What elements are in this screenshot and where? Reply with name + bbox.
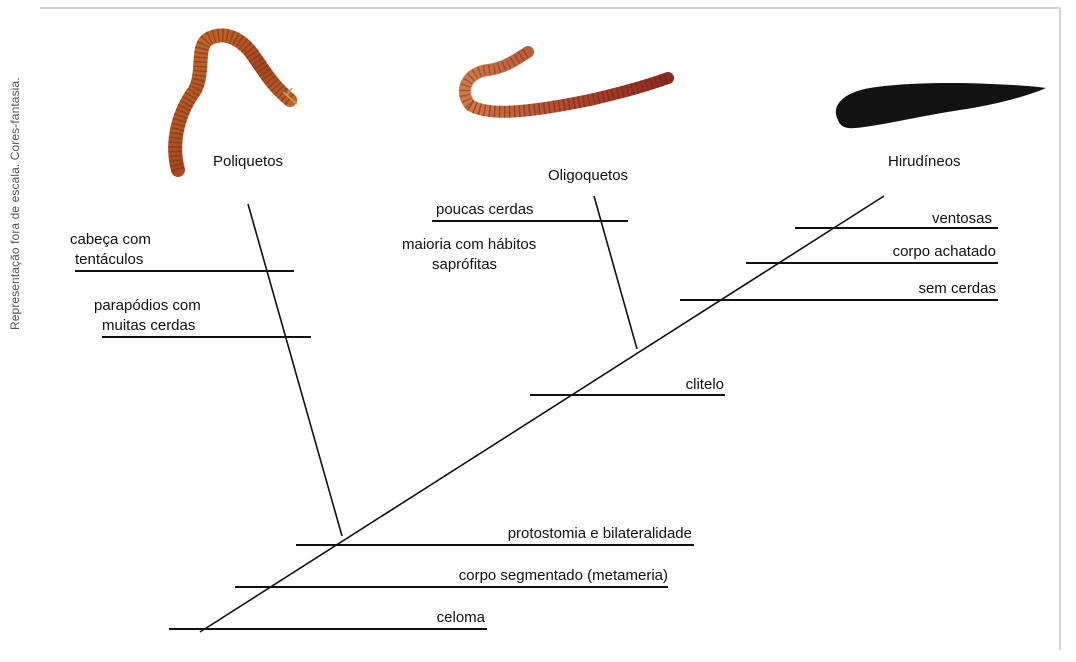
- label-poucas-cerdas: poucas cerdas: [436, 201, 534, 218]
- label-corpo-achatado: corpo achatado: [893, 243, 996, 260]
- label-celoma: celoma: [437, 609, 486, 626]
- label-clitelo: clitelo: [686, 376, 724, 393]
- label-maioria-line2: saprófitas: [432, 256, 497, 273]
- polychaete-image: [175, 35, 297, 170]
- label-parapodios-line2: muitas cerdas: [102, 317, 195, 334]
- taxon-oligoquetos: Oligoquetos: [548, 167, 628, 184]
- label-corpo-segmentado: corpo segmentado (metameria): [459, 567, 668, 584]
- label-sem-cerdas: sem cerdas: [918, 280, 996, 297]
- branch-poliquetos: [248, 204, 342, 536]
- leech-image: [836, 83, 1046, 128]
- branch-oligoquetos: [594, 196, 637, 349]
- taxon-poliquetos: Poliquetos: [213, 153, 283, 170]
- label-ventosas: ventosas: [932, 210, 992, 227]
- scale-note: Representação fora de escala. Cores-fant…: [8, 77, 22, 330]
- oligochaete-image: [465, 52, 668, 112]
- label-maioria-line1: maioria com hábitos: [402, 236, 536, 253]
- taxon-hirudineos: Hirudíneos: [888, 153, 961, 170]
- label-cabeca-line2: tentáculos: [75, 251, 143, 268]
- label-parapodios-line1: parapódios com: [94, 297, 201, 314]
- label-protostomia: protostomia e bilateralidade: [508, 525, 692, 542]
- label-cabeca-line1: cabeça com: [70, 231, 151, 248]
